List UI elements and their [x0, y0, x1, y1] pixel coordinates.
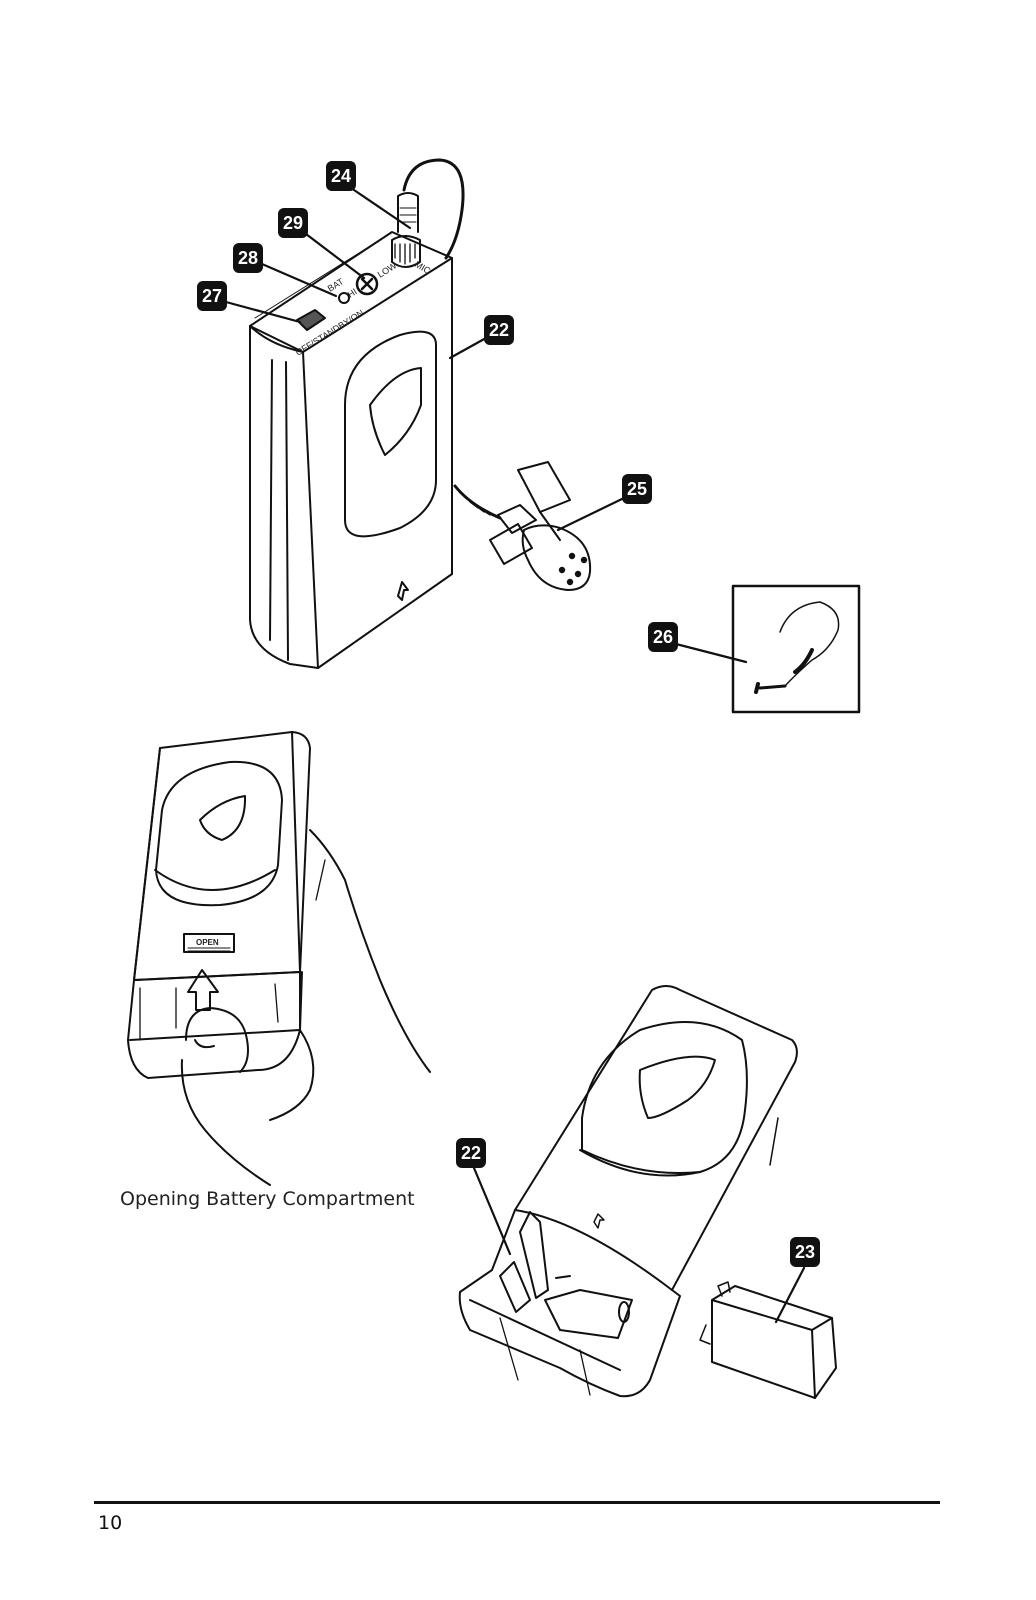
callout-26: 26: [648, 622, 678, 652]
callout-28: 28: [233, 243, 263, 273]
callout-24: 24: [326, 161, 356, 191]
callout-27: 27: [197, 281, 227, 311]
lavalier-mic: [453, 461, 592, 591]
callout-23: 23: [790, 1237, 820, 1267]
page-number: 10: [98, 1512, 123, 1534]
headset-inset: [731, 584, 861, 714]
label-low: LOW: [376, 260, 399, 280]
callout-22-bottom: 22: [456, 1138, 486, 1168]
top-controls: [254, 239, 381, 331]
mic-connector: [391, 158, 465, 268]
battery: [699, 1281, 837, 1399]
transmitter-body: [249, 231, 453, 669]
label-open: OPEN: [196, 938, 219, 947]
opening-hand-illustration: [127, 731, 431, 1186]
leader-lines: [224, 188, 806, 1324]
callout-25: 25: [622, 474, 652, 504]
callout-22-top: 22: [484, 315, 514, 345]
label-mic: MIC: [413, 259, 433, 276]
footer-rule: [94, 1501, 940, 1504]
figure-caption: Opening Battery Compartment: [120, 1188, 415, 1210]
open-compartment-illustration: [458, 985, 837, 1399]
callout-29: 29: [278, 208, 308, 238]
label-bat: BAT: [326, 276, 346, 294]
label-hi: HI: [346, 286, 359, 299]
